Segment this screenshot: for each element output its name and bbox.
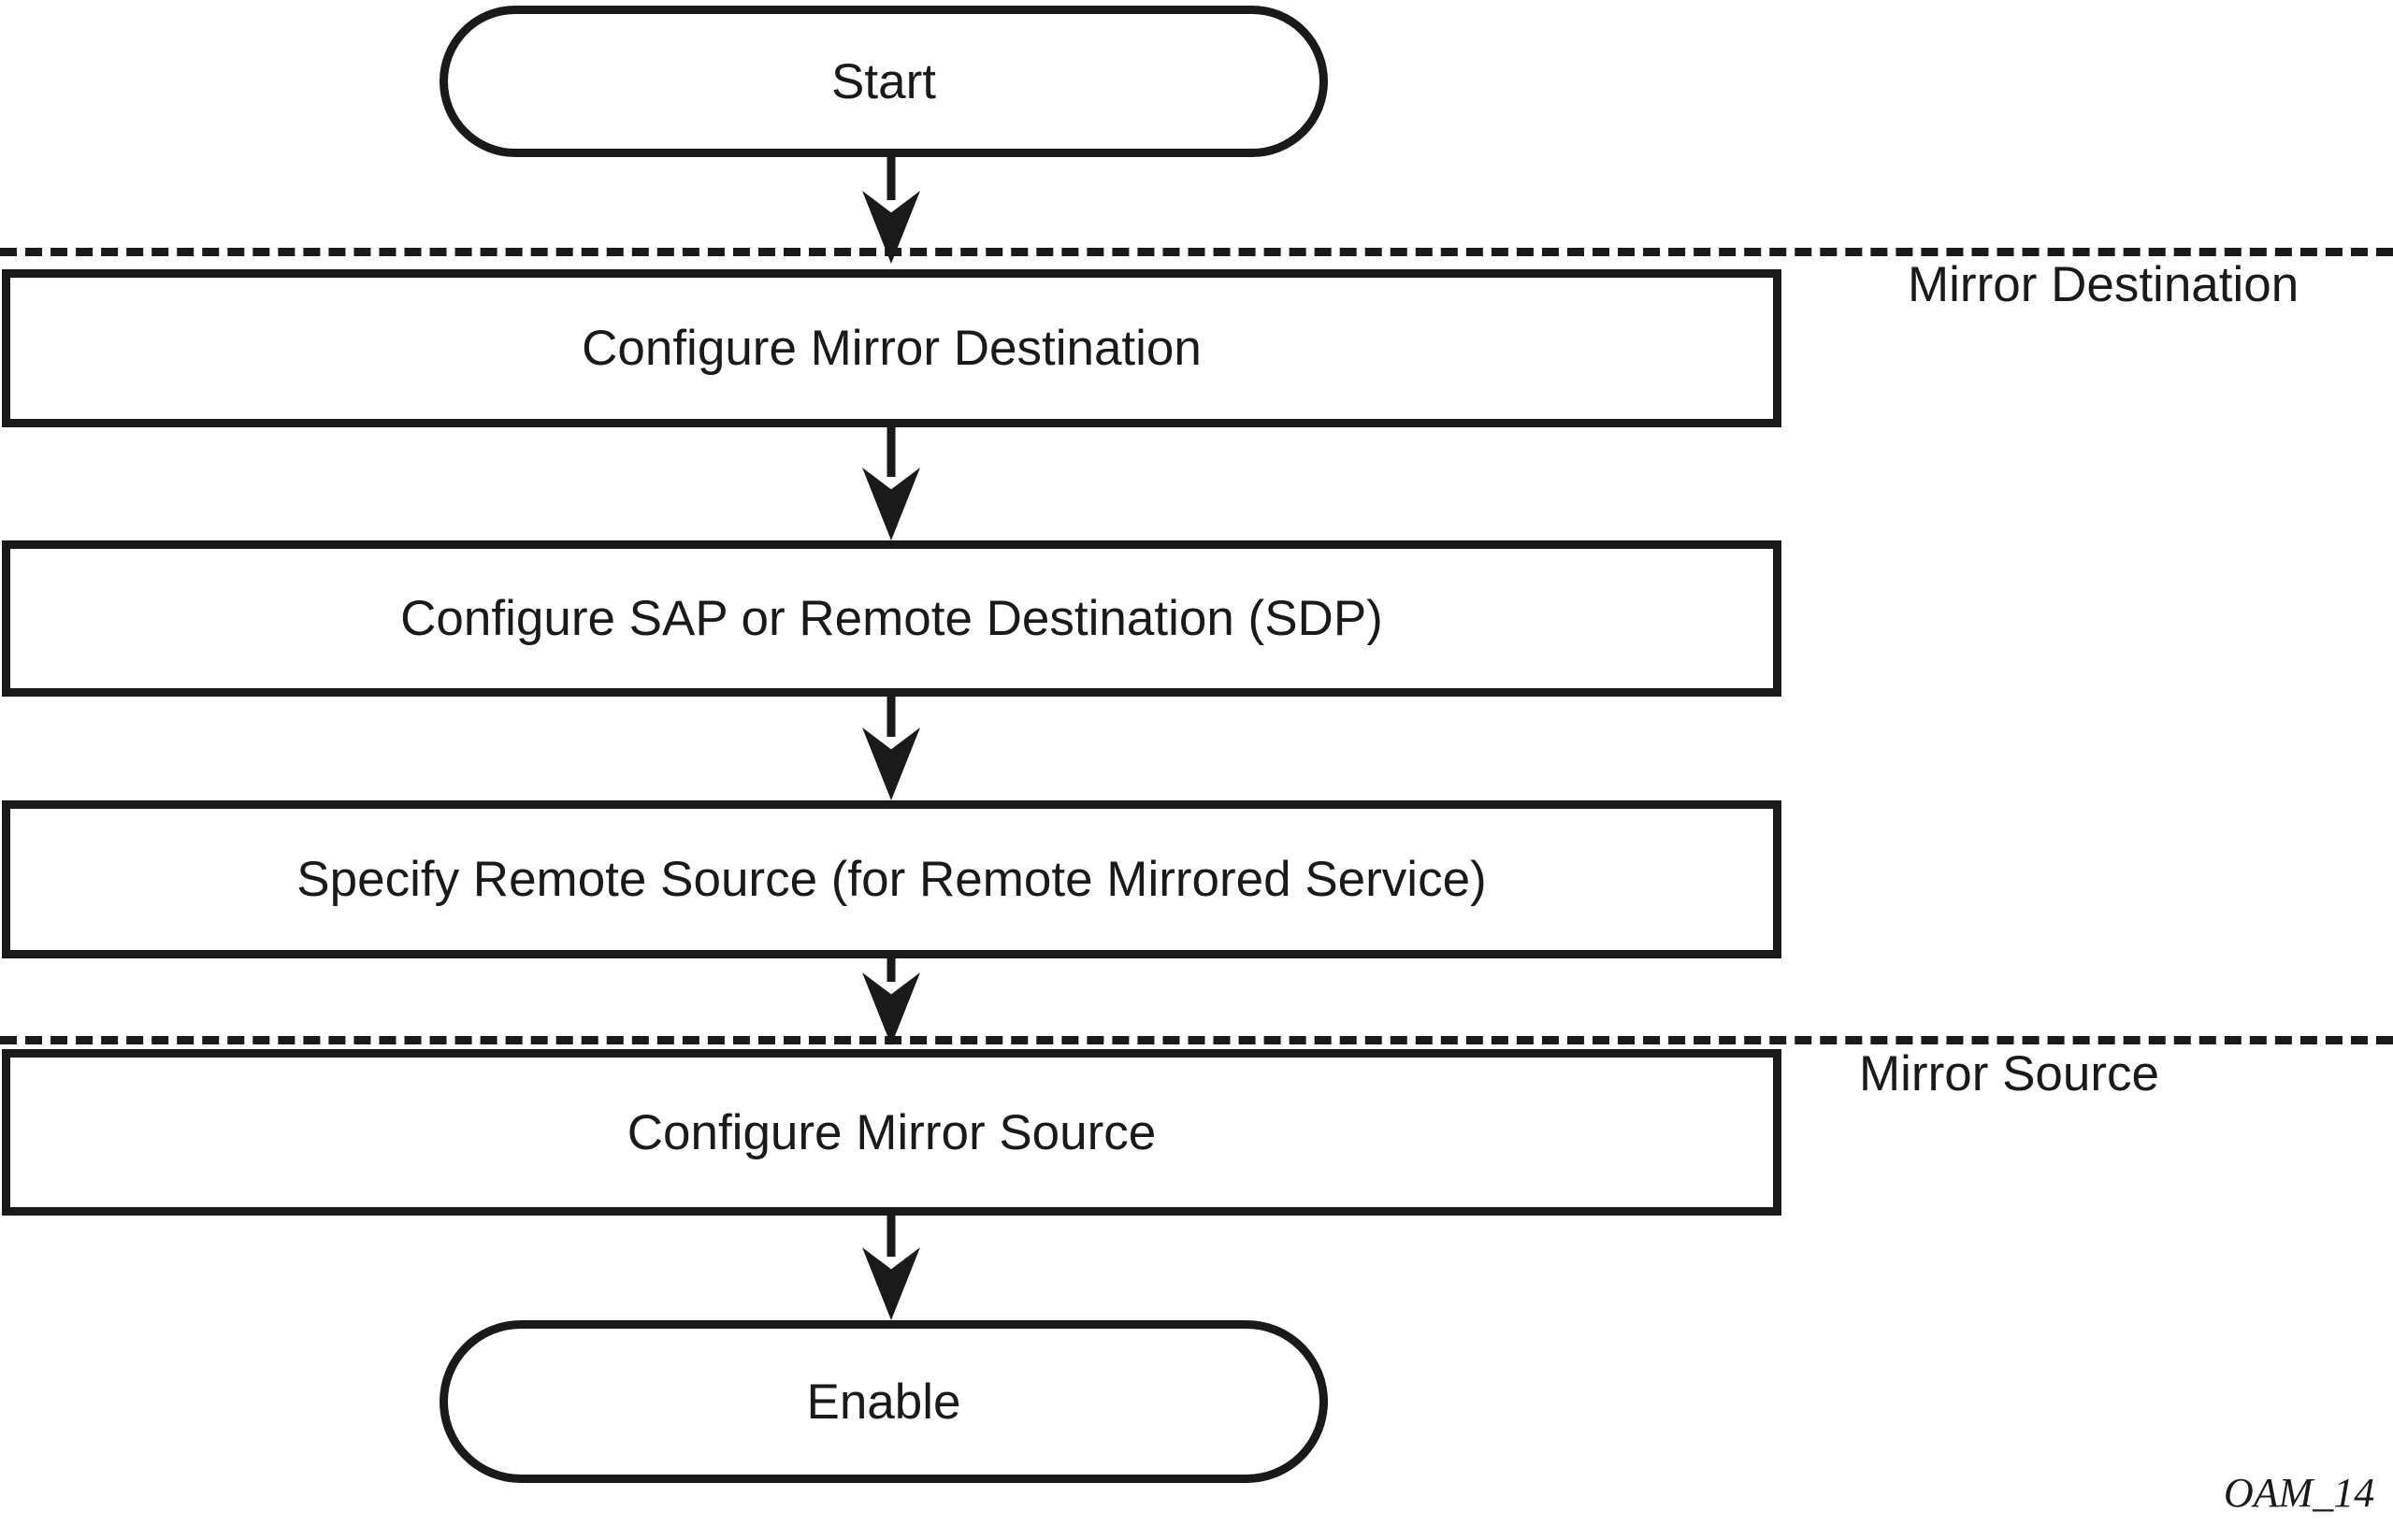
flow-node-label: Configure Mirror Destination: [582, 321, 1202, 376]
flow-node-label: Enable: [806, 1374, 961, 1430]
flow-node-configure-mirror-source[interactable]: Configure Mirror Source: [2, 1049, 1781, 1216]
flow-node-enable[interactable]: Enable: [440, 1320, 1328, 1483]
flow-node-configure-sap-or-remote-destination[interactable]: Configure SAP or Remote Destination (SDP…: [2, 540, 1781, 697]
flow-connector-arrow: [862, 157, 920, 264]
zone-label-mirror-destination: Mirror Destination: [1908, 257, 2299, 312]
flow-node-label: Start: [831, 53, 936, 109]
flow-connector-arrow: [862, 697, 920, 800]
zone-separator-mirror-source: [0, 1036, 2393, 1044]
flow-node-label: Configure Mirror Source: [627, 1104, 1157, 1160]
zone-label-mirror-source: Mirror Source: [1859, 1046, 2160, 1101]
flow-node-configure-mirror-destination[interactable]: Configure Mirror Destination: [2, 269, 1781, 427]
flow-node-label: Configure SAP or Remote Destination (SDP…: [400, 591, 1383, 646]
flow-connector-arrow: [862, 427, 920, 540]
flow-connector-arrow: [862, 958, 920, 1045]
flow-node-start[interactable]: Start: [440, 6, 1328, 157]
flow-node-specify-remote-source[interactable]: Specify Remote Source (for Remote Mirror…: [2, 800, 1781, 958]
figure-id-label: OAM_14: [2224, 1470, 2375, 1516]
flow-node-label: Specify Remote Source (for Remote Mirror…: [296, 852, 1487, 907]
zone-separator-mirror-destination: [0, 248, 2393, 256]
flow-connector-arrow: [862, 1216, 920, 1320]
